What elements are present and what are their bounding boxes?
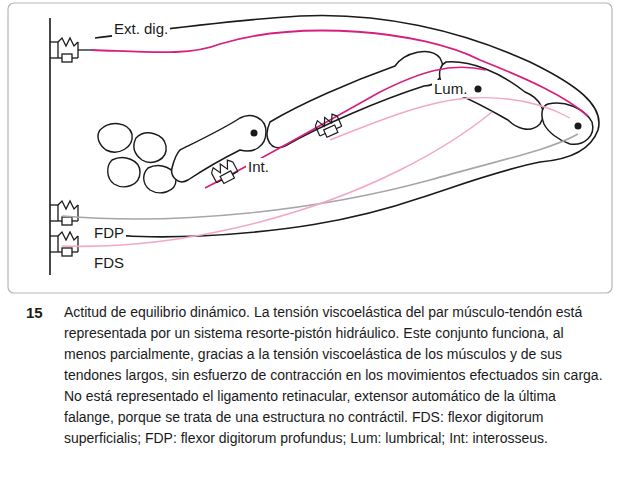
- proximal-phalanx: [267, 52, 443, 148]
- fdp-tendon: [62, 134, 578, 219]
- carpal-bones: [98, 124, 176, 193]
- part-label: Int.: [246, 158, 271, 175]
- figure-frame: [8, 3, 612, 293]
- fds-tendon: [62, 112, 492, 246]
- spring-piston-units: [50, 38, 92, 256]
- interosseus-tendon: [205, 67, 486, 188]
- figure-caption: Actitud de equilibrio dinámico. La tensi…: [64, 302, 604, 449]
- part-label: Lum.: [432, 80, 469, 97]
- figure-number: 15: [26, 302, 43, 323]
- lumbrical-tendon: [330, 98, 570, 140]
- part-label: FDS: [92, 254, 126, 271]
- part-label: Ext. dig.: [112, 20, 170, 37]
- part-label: FDP: [92, 224, 126, 241]
- finger-outline: [95, 15, 599, 236]
- joint-axes: [251, 86, 582, 137]
- interosseus-units: [210, 113, 344, 187]
- extensor-tendon: [92, 31, 588, 116]
